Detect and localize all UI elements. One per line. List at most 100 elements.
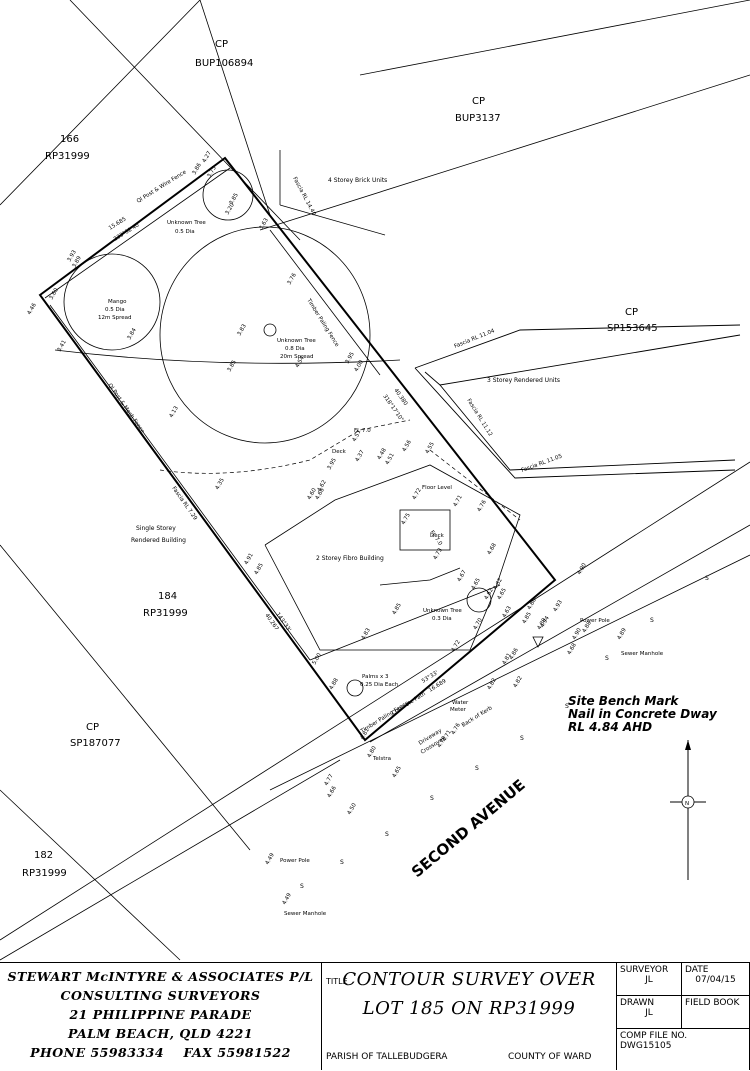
tree-label: Unknown Tree <box>277 338 316 344</box>
field-book-cell: FIELD BOOK <box>682 996 750 1029</box>
spot-level: 4.79 <box>437 735 449 749</box>
spot-level: 3.89 <box>72 255 84 269</box>
spot-level: 4.85 <box>522 611 534 625</box>
sewer-s-marker: S <box>430 795 434 802</box>
date-value: 07/04/15 <box>695 975 736 985</box>
sewer-s-marker: S <box>650 617 654 624</box>
spot-level: 4.62 <box>484 587 495 601</box>
spot-level: 5.00 <box>312 652 324 666</box>
building-label: Single Storey <box>136 525 176 532</box>
spot-level: 4.89 <box>617 627 629 641</box>
lot-boundaries <box>0 0 750 961</box>
spot-level: 3.76 <box>287 272 299 286</box>
sewer-s-marker: S <box>520 735 524 742</box>
company-phone: PHONE 55983334 FAX 55981522 <box>30 1045 291 1060</box>
spot-level: 4.82 <box>487 677 498 691</box>
lot-label: 184 <box>158 591 177 602</box>
spot-level: 4.81 <box>502 652 513 666</box>
spot-level: 4.83 <box>361 627 373 641</box>
fascia-label: Fascia RL 11.05 <box>521 453 564 473</box>
spot-level: 3.83 <box>237 323 249 337</box>
feature-label: Telstra <box>372 756 391 762</box>
fascia-label: Fascia RL 11.12 <box>465 398 493 438</box>
lot-plan: RP31999 <box>45 151 90 162</box>
date-cell: DATE 07/04/15 <box>682 963 750 996</box>
floor-level-label: Floor Level <box>422 485 452 491</box>
surveyor-cell: SURVEYOR JL <box>617 963 682 996</box>
feature-label: Water <box>452 700 469 706</box>
sewer-s-marker: S <box>340 859 344 866</box>
fascia-label: Fascia RL 14.40 <box>291 176 317 217</box>
spot-level: 4.72 <box>412 487 423 501</box>
spot-level: 4.65 <box>392 765 404 779</box>
company-line: 21 PHILIPPINE PARADE <box>69 1007 252 1022</box>
spot-level: 4.13 <box>169 405 181 419</box>
fence-label: Ql Post & Mesh Fence <box>106 383 145 435</box>
spot-level: 4.27 <box>202 150 214 164</box>
company-line: CONSULTING SURVEYORS <box>60 988 261 1003</box>
spot-level: 4.90 <box>572 627 584 641</box>
fibro-building <box>264 464 521 651</box>
tree-label: Mango <box>108 299 127 305</box>
tree-label: 0.5 Dia <box>175 229 195 235</box>
tree-label: 0.25 Dia Each <box>360 682 399 688</box>
spot-level: 3.85 <box>227 359 239 373</box>
mango-tree-canopy <box>63 253 161 351</box>
building-label: 2 Storey Fibro Building <box>316 555 384 562</box>
spot-level: 4.49 <box>265 852 277 866</box>
lot-plan: SP153645 <box>607 323 658 334</box>
spot-level: 4.91 <box>244 552 255 566</box>
spot-level: 4.76 <box>477 499 489 513</box>
feature-label: Power Pole <box>580 618 610 624</box>
drawn-value: JL <box>645 1008 653 1018</box>
spot-level: 4.60 <box>307 487 319 501</box>
spot-level: 3.95 <box>327 457 339 471</box>
tree-1-canopy <box>202 169 254 221</box>
spot-level: 3.85 <box>229 192 241 206</box>
deck-label: Deck <box>332 449 347 455</box>
spot-level: 3.41 <box>57 339 68 353</box>
fence-lines <box>44 167 501 661</box>
spot-level: 4.85 <box>392 602 404 616</box>
survey-plan: S S S S S S S S S S CP BUP106894 CP BUP3… <box>0 0 750 961</box>
comp-file-cell: COMP FILE NO. DWG15105 <box>617 1029 750 1070</box>
spot-level: 4.90 <box>577 562 589 576</box>
spot-level: 4.35 <box>215 477 227 491</box>
spot-level: 4.71 <box>442 729 453 743</box>
spot-level: 4.70 <box>473 617 485 631</box>
sewer-s-marker: S <box>300 883 304 890</box>
lot-plan: BUP3137 <box>455 113 501 124</box>
company-name: STEWART McINTYRE & ASSOCIATES P/L <box>7 969 314 984</box>
sewer-s-marker: S <box>705 575 709 582</box>
spot-level: 4.73 <box>433 547 445 561</box>
spot-level: 4.65 <box>471 577 483 591</box>
spot-level: 3.75 <box>207 165 219 179</box>
comp-file-value: DWG15105 <box>620 1041 672 1051</box>
title-label: TITLE <box>326 977 348 986</box>
lot-label: CP <box>86 722 99 733</box>
spot-level: 4.54 <box>295 355 307 369</box>
road-lines <box>269 524 750 791</box>
tree-label: 12m Spread <box>98 315 131 321</box>
feature-label: Meter <box>450 707 467 713</box>
tree-canopies <box>54 169 492 697</box>
spot-level: 4.81 <box>360 727 371 741</box>
north-label: N <box>685 801 689 807</box>
field-book-label: FIELD BOOK <box>685 998 740 1008</box>
spot-level: 4.67 <box>457 569 469 583</box>
deck-label: Deck <box>430 533 445 539</box>
spot-level: 4.50 <box>347 802 359 816</box>
spot-level: 4.80 <box>367 745 379 759</box>
feature-label: Sewer Manhole <box>621 651 664 657</box>
drawn-cell: DRAWN JL <box>617 996 682 1029</box>
spot-level: 4.65 <box>497 587 509 601</box>
street-name: SECOND AVENUE <box>408 776 529 881</box>
dashed-edges <box>159 419 521 521</box>
building-label: Rendered Building <box>131 537 186 544</box>
feature-label: Power Pole <box>280 858 310 864</box>
sewer-s-marker: S <box>565 703 569 710</box>
surveyor-value: JL <box>645 975 653 985</box>
lot-label: CP <box>625 307 638 318</box>
spot-level: 4.46 <box>27 302 39 316</box>
subject-lot-boundary <box>38 156 557 742</box>
